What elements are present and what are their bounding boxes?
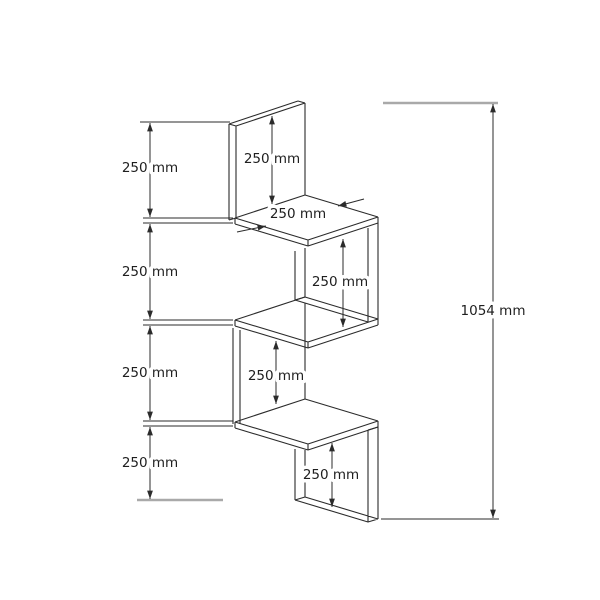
dim-left-3-label: 250 mm bbox=[122, 365, 178, 381]
vertical-panels-outline bbox=[228, 100, 379, 523]
shelf-depth-label: 250 mm bbox=[270, 206, 326, 222]
inner-dimensions: 250 mm 250 mm 250 mm 250 mm bbox=[240, 116, 372, 507]
shelf-outline bbox=[228, 100, 379, 523]
extension-lines bbox=[137, 101, 499, 520]
shelf-boards-outline bbox=[234, 194, 379, 451]
left-dimension-chain: 250 mm 250 mm 250 mm 250 mm bbox=[118, 123, 182, 499]
dim-left-1-label: 250 mm bbox=[122, 160, 178, 176]
depth-pointer-arrow-right bbox=[337, 198, 365, 207]
shelf-depth-dimension: 250 mm bbox=[236, 198, 365, 233]
depth-pointer-arrow-left bbox=[236, 224, 267, 233]
dim-inner-3-label: 250 mm bbox=[248, 368, 304, 384]
dim-inner-4-label: 250 mm bbox=[303, 467, 359, 483]
overall-height-dimension: 1054 mm bbox=[457, 104, 529, 518]
dim-overall-label: 1054 mm bbox=[461, 303, 526, 319]
dim-left-4-label: 250 mm bbox=[122, 455, 178, 471]
dim-left-2-label: 250 mm bbox=[122, 264, 178, 280]
extension-lines-black bbox=[140, 121, 499, 520]
dim-inner-1-label: 250 mm bbox=[244, 151, 300, 167]
dim-inner-2-label: 250 mm bbox=[312, 274, 368, 290]
